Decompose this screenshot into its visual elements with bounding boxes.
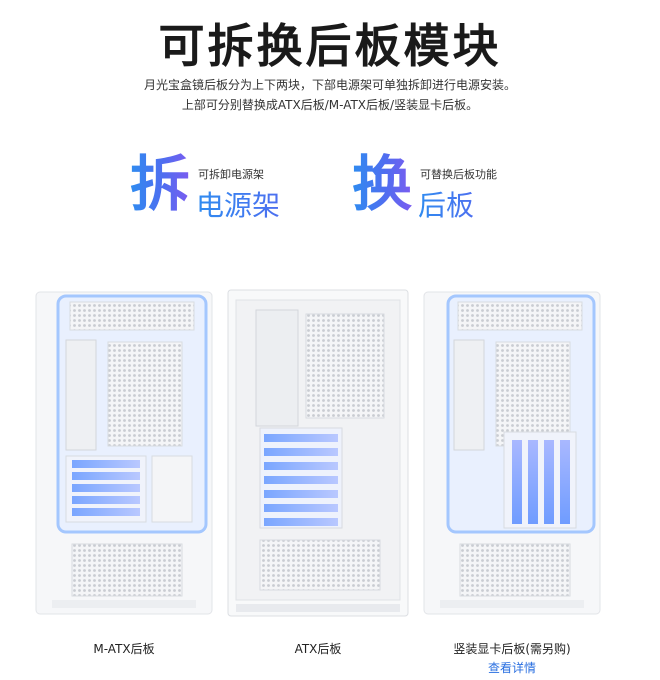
feature-small-text: 可拆卸电源架 (198, 168, 264, 181)
case-image-vertical-gpu (420, 288, 604, 618)
vertical-pcie-slots (512, 440, 570, 524)
view-details-link[interactable]: 查看详情 (487, 661, 536, 675)
caption-atx: ATX后板 (294, 642, 342, 656)
vertical-gpu-case-illustration (423, 291, 601, 615)
feature-big-char: 换 (352, 150, 412, 220)
description-line-1: 月光宝盒镜后板分为上下两块，下部电源架可单独拆卸进行电源安装。 (143, 78, 516, 92)
page-title: 可拆换后板模块 (158, 19, 502, 73)
caption-vertical-gpu: 竖装显卡后板(需另购) (453, 642, 571, 656)
feature-small-text: 可替换后板功能 (420, 168, 497, 181)
case-image-atx (226, 288, 410, 618)
pcie-slots (264, 434, 338, 526)
matx-case-illustration (35, 291, 213, 615)
caption-matx: M-ATX后板 (93, 642, 155, 656)
feature-big-text: 后板 (418, 184, 474, 224)
feature-big-text: 电源架 (196, 184, 280, 224)
description-line-2: 上部可分别替换成ATX后板/M-ATX后板/竖装显卡后板。 (181, 98, 479, 112)
atx-case-illustration (227, 289, 409, 617)
feature-big-char: 拆 (130, 150, 190, 220)
case-image-matx (32, 288, 216, 618)
pcie-slots (72, 460, 140, 516)
